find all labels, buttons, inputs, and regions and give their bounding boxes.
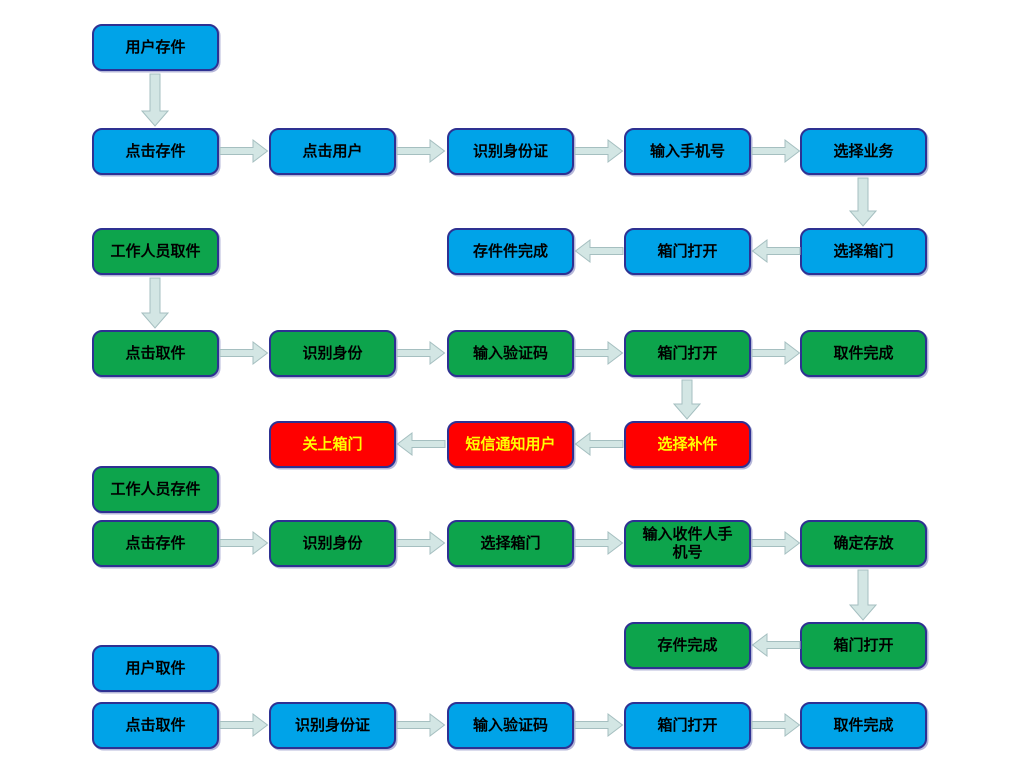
arrow-left-icon: [396, 431, 446, 457]
arrow-right-icon: [396, 138, 446, 164]
node-label: 点击用户: [302, 142, 363, 160]
node-label: 输入验证码: [472, 344, 548, 362]
arrow-right-icon: [751, 138, 801, 164]
node-enter-code-2: 输入验证码: [447, 702, 574, 749]
node-door-open-1: 箱门打开: [624, 228, 751, 275]
node-label: 存件件完成: [472, 242, 548, 260]
node-label: 短信通知用户: [465, 435, 556, 453]
node-label: 用户存件: [125, 38, 186, 56]
node-label: 识别身份: [302, 534, 363, 552]
node-label: 识别身份: [302, 344, 363, 362]
arrow-right-icon: [751, 712, 801, 738]
node-select-door-2: 选择箱门: [447, 520, 574, 567]
node-label: 输入收件人手 机号: [642, 525, 733, 561]
node-enter-code-1: 输入验证码: [447, 330, 574, 377]
node-label: 工作人员存件: [110, 480, 201, 498]
node-door-open-3: 箱门打开: [800, 622, 927, 669]
arrow-right-icon: [751, 340, 801, 366]
arrow-right-icon: [396, 712, 446, 738]
node-label: 工作人员取件: [110, 242, 201, 260]
node-pickup-done-1: 取件完成: [800, 330, 927, 377]
node-label: 识别身份证: [294, 716, 370, 734]
node-click-deposit-1: 点击存件: [92, 128, 219, 175]
node-label: 箱门打开: [657, 242, 718, 260]
node-scan-id-card-1: 识别身份证: [447, 128, 574, 175]
node-label: 箱门打开: [833, 636, 894, 654]
node-label: 确定存放: [833, 534, 894, 552]
node-label: 选择箱门: [480, 534, 541, 552]
arrow-down-icon: [849, 177, 877, 227]
arrow-right-icon: [751, 530, 801, 556]
node-label: 点击取件: [125, 344, 186, 362]
arrow-right-icon: [219, 340, 269, 366]
node-label: 取件完成: [833, 344, 894, 362]
node-label: 点击存件: [125, 534, 186, 552]
arrow-right-icon: [396, 340, 446, 366]
node-close-door: 关上箱门: [269, 421, 396, 468]
node-staff-pickup-title: 工作人员取件: [92, 228, 219, 275]
node-label: 选择箱门: [833, 242, 894, 260]
node-select-restock: 选择补件: [624, 421, 751, 468]
node-click-pickup-1: 点击取件: [92, 330, 219, 377]
node-sms-notify-user: 短信通知用户: [447, 421, 574, 468]
node-label: 箱门打开: [657, 344, 718, 362]
node-label: 关上箱门: [302, 435, 363, 453]
node-deposit-done-1: 存件件完成: [447, 228, 574, 275]
arrow-left-icon: [574, 238, 624, 264]
node-deposit-done-2: 存件完成: [624, 622, 751, 669]
arrow-down-icon: [673, 379, 701, 420]
node-label: 取件完成: [833, 716, 894, 734]
node-label: 箱门打开: [657, 716, 718, 734]
node-click-deposit-2: 点击存件: [92, 520, 219, 567]
arrow-right-icon: [219, 530, 269, 556]
node-label: 点击取件: [125, 716, 186, 734]
node-click-pickup-2: 点击取件: [92, 702, 219, 749]
node-label: 选择业务: [833, 142, 894, 160]
node-staff-deposit-title: 工作人员存件: [92, 466, 219, 513]
node-pickup-done-2: 取件完成: [800, 702, 927, 749]
node-label: 识别身份证: [472, 142, 548, 160]
node-door-open-2: 箱门打开: [624, 330, 751, 377]
node-verify-identity-1: 识别身份: [269, 330, 396, 377]
arrow-right-icon: [219, 138, 269, 164]
node-label: 存件完成: [657, 636, 718, 654]
node-label: 点击存件: [125, 142, 186, 160]
node-label: 用户取件: [125, 659, 186, 677]
arrow-right-icon: [574, 138, 624, 164]
arrow-left-icon: [574, 431, 624, 457]
node-label: 输入手机号: [649, 142, 725, 160]
node-click-user: 点击用户: [269, 128, 396, 175]
node-label: 选择补件: [657, 435, 718, 453]
node-enter-recipient-phone: 输入收件人手 机号: [624, 520, 751, 567]
arrow-right-icon: [574, 712, 624, 738]
arrow-down-icon: [849, 569, 877, 621]
node-enter-phone: 输入手机号: [624, 128, 751, 175]
arrow-left-icon: [751, 632, 801, 658]
node-label: 输入验证码: [472, 716, 548, 734]
arrow-right-icon: [219, 712, 269, 738]
node-door-open-4: 箱门打开: [624, 702, 751, 749]
arrow-down-icon: [141, 73, 169, 127]
node-user-pickup-title: 用户取件: [92, 645, 219, 692]
node-user-deposit-title: 用户存件: [92, 24, 219, 71]
arrow-down-icon: [141, 277, 169, 329]
arrow-left-icon: [751, 238, 801, 264]
arrow-right-icon: [574, 530, 624, 556]
node-select-service: 选择业务: [800, 128, 927, 175]
node-scan-id-card-2: 识别身份证: [269, 702, 396, 749]
arrow-right-icon: [574, 340, 624, 366]
node-verify-identity-2: 识别身份: [269, 520, 396, 567]
node-select-door-1: 选择箱门: [800, 228, 927, 275]
node-confirm-store: 确定存放: [800, 520, 927, 567]
arrow-right-icon: [396, 530, 446, 556]
